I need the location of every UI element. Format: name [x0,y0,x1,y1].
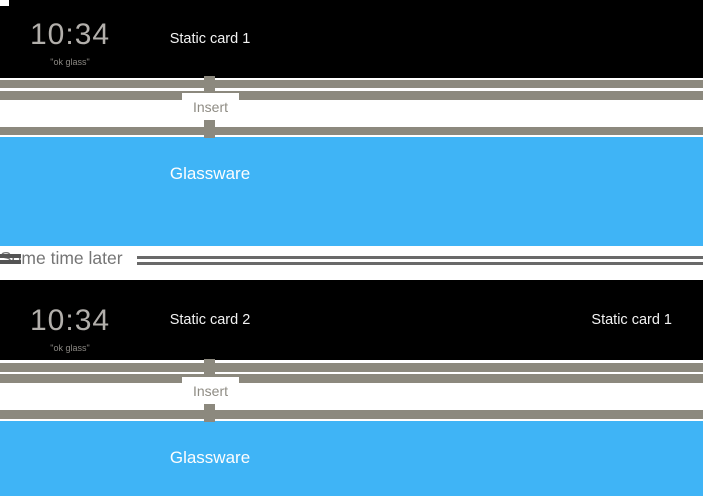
glassware-label: Glassware [169,164,251,183]
timeline-track-band [0,410,703,419]
glassware-label: Glassware [169,448,251,467]
clock-card-2: 10:34 "ok glass" [30,306,110,353]
timeline-track-band [0,374,703,383]
separator-line-stub [0,259,21,264]
insert-label-text: Insert [192,382,228,399]
ok-glass-hint: "ok glass" [50,343,90,353]
timeline-track-band [0,363,703,372]
insert-label-2: Insert [182,377,239,404]
timeline-track-band [0,127,703,135]
static-card-label: Static card 1 [591,312,672,328]
corner-notch [0,0,9,6]
static-card-label: Static card 1 [169,31,251,47]
separator-line [137,262,703,265]
clock-time: 10:34 [30,304,111,337]
timeline-strip-1: 10:34 "ok glass" Static card 1 [0,0,703,78]
separator-line-stub [0,253,21,258]
timeline-strip-2: 10:34 "ok glass" Static card 2 Static ca… [0,280,703,360]
separator-line [137,256,703,259]
timeline-track-band [0,91,703,100]
timeline-track-band [0,80,703,88]
clock-card-1: 10:34 "ok glass" [30,20,110,67]
ok-glass-hint: "ok glass" [50,57,90,67]
glassware-card-1: Glassware [0,137,703,246]
glassware-card-2: Glassware [0,421,703,496]
static-card-label: Static card 2 [169,312,251,328]
clock-time: 10:34 [30,18,111,51]
separator-label: Some time later [0,248,123,268]
insert-label-text: Insert [192,98,228,115]
insert-label-1: Insert [182,93,239,120]
